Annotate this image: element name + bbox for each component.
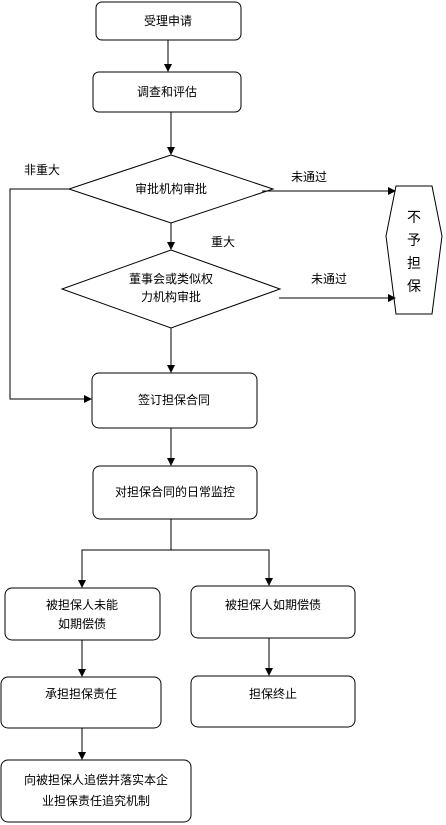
node-not-repaid-line2: 如期偿债 <box>58 616 106 631</box>
node-monitor: 对担保合同的日常监控 <box>92 465 258 520</box>
node-board-label-line1: 董事会或类似权 <box>129 272 213 286</box>
node-apply: 受理申请 <box>95 1 242 41</box>
node-recover-line2: 业担保责任追究机制 <box>42 793 150 808</box>
node-terminate-label: 担保终止 <box>249 686 297 701</box>
node-investigate-label: 调查和评估 <box>137 85 197 99</box>
edge-monitor-split <box>78 519 172 588</box>
node-monitor-label: 对担保合同的日常监控 <box>115 484 235 499</box>
node-reject-char1: 不 <box>407 210 421 226</box>
node-not-repaid: 被担保人未能 如期偿债 <box>4 587 161 641</box>
node-sign: 签订担保合同 <box>91 372 258 429</box>
node-not-repaid-line1: 被担保人未能 <box>46 598 118 612</box>
node-recover-line1: 向被担保人追偿并落实本企 <box>24 772 168 787</box>
node-recover: 向被担保人追偿并落实本企 业担保责任追究机制 <box>0 759 192 823</box>
edge-label-major: 重大 <box>211 235 235 249</box>
edge-approve-sign-not-major <box>9 188 92 403</box>
node-repaid-label: 被担保人如期偿债 <box>225 597 321 612</box>
node-board: 董事会或类似权 力机构审批 <box>60 249 282 329</box>
edge-monitor-split-right <box>171 549 273 586</box>
node-reject-char4: 保 <box>407 279 421 295</box>
node-bear-label: 承担担保责任 <box>45 687 117 701</box>
edge-label-not-passed-1: 未通过 <box>291 170 327 184</box>
node-repaid: 被担保人如期偿债 <box>190 585 356 639</box>
edge-label-not-major: 非重大 <box>24 163 60 177</box>
node-apply-label: 受理申请 <box>144 14 192 28</box>
node-bear: 承担担保责任 <box>0 676 162 729</box>
node-board-label-line2: 力机构审批 <box>141 289 201 304</box>
node-reject: 不 予 担 保 <box>385 185 443 315</box>
node-approve: 审批机构审批 <box>67 154 275 224</box>
node-approve-label: 审批机构审批 <box>135 181 207 196</box>
node-investigate: 调查和评估 <box>92 71 242 113</box>
node-terminate: 担保终止 <box>190 675 356 728</box>
node-reject-char2: 予 <box>407 233 421 249</box>
node-reject-char3: 担 <box>407 256 421 272</box>
edge-label-not-passed-2: 未通过 <box>311 272 347 286</box>
node-sign-label: 签订担保合同 <box>138 392 210 407</box>
